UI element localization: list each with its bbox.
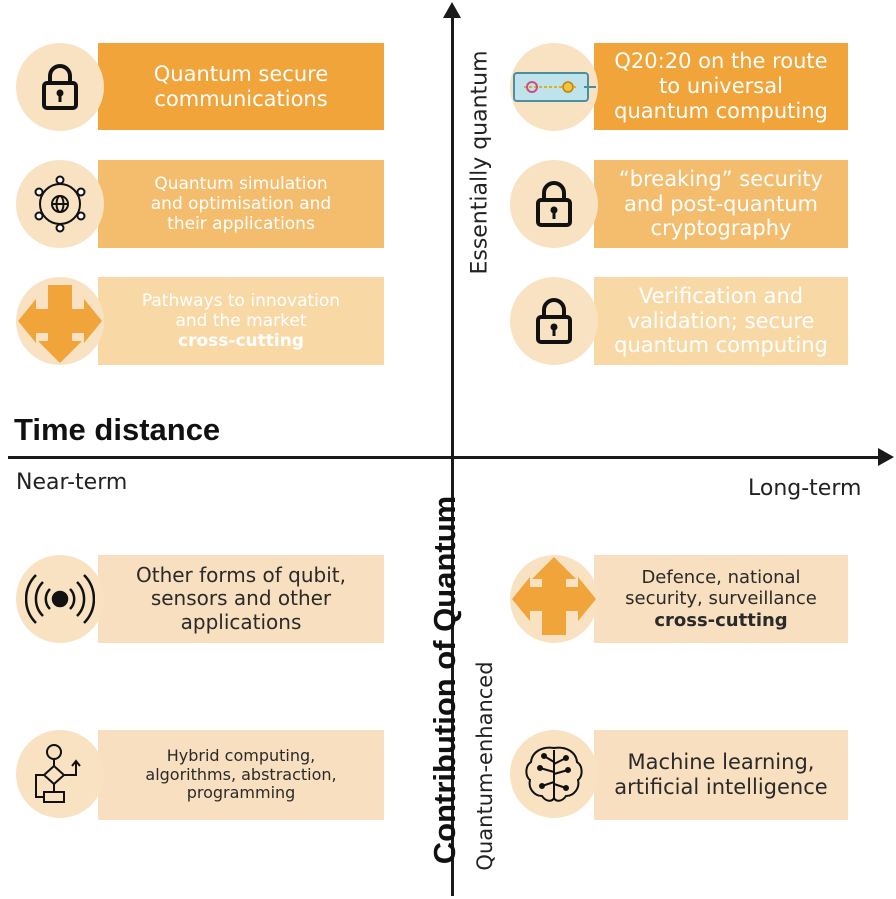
card-box: Quantum simulation and optimisation and … — [98, 160, 384, 248]
vertical-axis — [451, 14, 454, 896]
card-box: Hybrid computing, algorithms, abstractio… — [98, 730, 384, 820]
card-line: artificial intelligence — [614, 775, 828, 799]
card-line: applications — [180, 609, 302, 634]
card-line: Quantum simulation — [154, 173, 328, 194]
horizontal-axis-arrow — [878, 448, 894, 466]
broadcast-icon — [16, 555, 104, 643]
cross-arrows-icon — [510, 555, 598, 643]
card-line: sensors and other — [150, 586, 332, 611]
cross-cutting-label: cross-cutting — [654, 609, 788, 631]
cross-cutting-label: cross-cutting — [178, 331, 304, 352]
near-term-label: Near-term — [16, 470, 128, 495]
card-box: Other forms of qubit, sensors and other … — [98, 555, 384, 643]
card-line: quantum computing — [614, 98, 828, 123]
card-box: Quantum secure communications — [98, 43, 384, 130]
card-line: programming — [186, 783, 296, 803]
flowchart-icon — [16, 730, 104, 818]
card-box: Verification and validation; secure quan… — [594, 277, 848, 365]
contribution-of-quantum-title: Contribution of Quantum — [427, 495, 462, 865]
card-line: quantum computing — [614, 333, 828, 358]
long-term-label: Long-term — [748, 476, 862, 501]
card-line: Verification and — [638, 283, 804, 308]
card-line: their applications — [167, 214, 315, 235]
cross-arrows-icon — [16, 277, 104, 365]
card-line: and optimisation and — [150, 193, 332, 214]
card-box: “breaking” security and post-quantum cry… — [594, 160, 848, 248]
vertical-axis-arrow — [443, 2, 461, 18]
card-line: Quantum secure — [153, 61, 329, 86]
card-line: communications — [154, 86, 328, 111]
chip-icon — [510, 43, 598, 131]
brain-circuit-icon — [510, 730, 598, 818]
time-distance-title: Time distance — [14, 412, 221, 447]
card-line: to universal — [659, 74, 783, 99]
lock-icon — [510, 277, 598, 365]
card-box: Defence, national security, surveillance… — [594, 555, 848, 643]
card-line: and the market — [175, 310, 307, 331]
card-line: Pathways to innovation — [141, 290, 341, 311]
essentially-quantum-label: Essentially quantum — [467, 50, 493, 275]
card-line: validation; secure — [627, 308, 815, 333]
quantum-enhanced-label: Quantum-enhanced — [473, 661, 497, 871]
card-box: Machine learning, artificial intelligenc… — [594, 730, 848, 820]
card-box: Q20:20 on the route to universal quantum… — [594, 43, 848, 130]
lock-icon — [16, 43, 104, 131]
card-line: cryptography — [650, 216, 792, 241]
card-line: Q20:20 on the route — [614, 49, 828, 74]
card-line: Hybrid computing, — [166, 745, 316, 765]
card-line: Machine learning, — [627, 750, 815, 775]
card-line: algorithms, abstraction, — [145, 764, 337, 784]
network-globe-icon — [16, 160, 104, 248]
lock-icon — [510, 160, 598, 248]
card-line: and post-quantum — [624, 191, 818, 216]
card-line: security, surveillance — [625, 588, 817, 610]
card-box: Pathways to innovation and the market cr… — [98, 277, 384, 365]
card-line: Other forms of qubit, — [135, 562, 346, 587]
card-line: Defence, national — [641, 567, 801, 589]
card-line: “breaking” security — [618, 166, 824, 191]
horizontal-axis — [8, 456, 880, 459]
